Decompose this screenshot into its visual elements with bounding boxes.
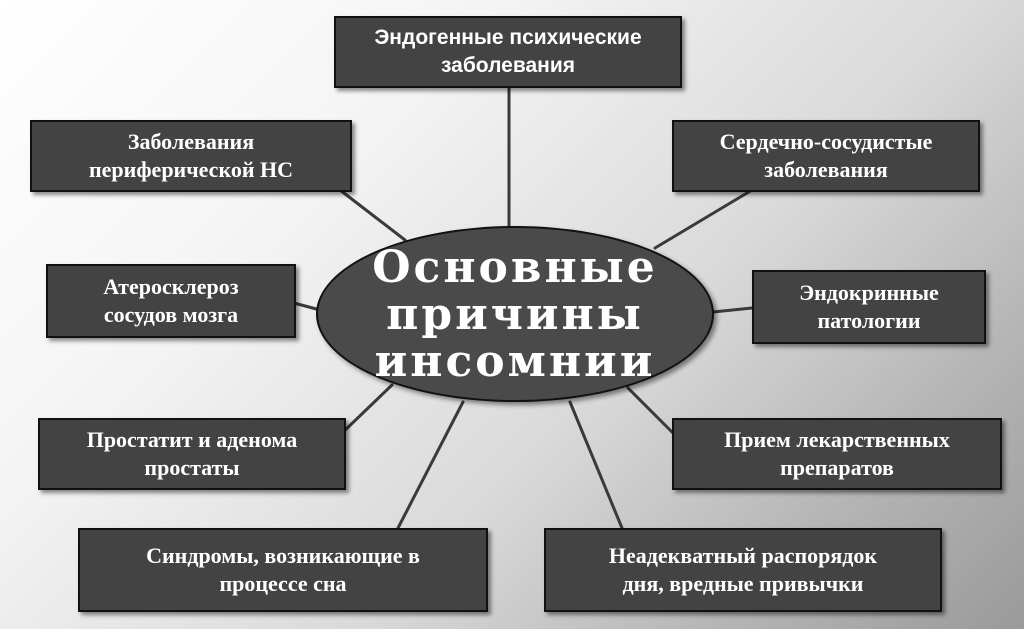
cause-label-line: Синдромы, возникающие в — [146, 543, 420, 568]
central-title-line: инсомнии — [374, 335, 656, 387]
cause-label-line: заболевания — [440, 54, 576, 77]
cause-label-line: Атеросклероз — [103, 274, 239, 299]
cause-label-line: Эндогенные психические — [374, 26, 642, 49]
connector-sleep-syndromes — [396, 400, 465, 530]
connector-endocrine — [711, 306, 754, 314]
cause-box-medication: Прием лекарственных препаратов — [672, 418, 1002, 490]
cause-label-line: Сердечно-сосудистые — [719, 129, 933, 154]
cause-label-line: простаты — [144, 455, 240, 480]
cause-box-prostatitis: Простатит и аденома простаты — [38, 418, 346, 490]
connector-routine — [568, 400, 624, 530]
cause-label-line: процессе сна — [219, 571, 347, 596]
central-title-line: Основные — [372, 241, 658, 293]
cause-label-line: Неадекватный распорядок — [608, 543, 878, 568]
cause-box-endogenous: Эндогенные психические заболевания — [334, 16, 682, 88]
cause-label-line: патологии — [817, 308, 921, 333]
connector-cardio — [653, 188, 754, 250]
cause-box-athero: Атеросклероз сосудов мозга — [46, 264, 296, 338]
connector-peripheral — [338, 188, 407, 242]
connector-prostatitis — [338, 383, 394, 437]
connector-athero — [292, 301, 322, 312]
cause-label-line: заболевания — [764, 157, 888, 182]
cause-box-cardio: Сердечно-сосудистые заболевания — [672, 120, 980, 192]
cause-box-sleep-syndromes: Синдромы, возникающие в процессе сна — [78, 528, 488, 612]
cause-label-line: Простатит и аденома — [86, 427, 298, 452]
central-title-line: причины — [386, 288, 644, 340]
cause-label-line: Прием лекарственных — [724, 427, 950, 452]
cause-label-line: дня, вредные привычки — [622, 571, 864, 596]
cause-box-endocrine: Эндокринные патологии — [752, 270, 986, 344]
cause-label-line: Заболевания — [127, 129, 255, 154]
cause-box-routine: Неадекватный распорядок дня, вредные при… — [544, 528, 942, 612]
connector-medication — [626, 386, 677, 437]
central-ellipse: Основные причины инсомнии — [316, 226, 714, 402]
cause-label-line: периферической НС — [88, 157, 293, 182]
cause-box-peripheral: Заболевания периферической НС — [30, 120, 352, 192]
cause-label-line: сосудов мозга — [103, 302, 239, 327]
cause-label-line: Эндокринные — [799, 280, 939, 305]
cause-label-line: препаратов — [780, 455, 894, 480]
